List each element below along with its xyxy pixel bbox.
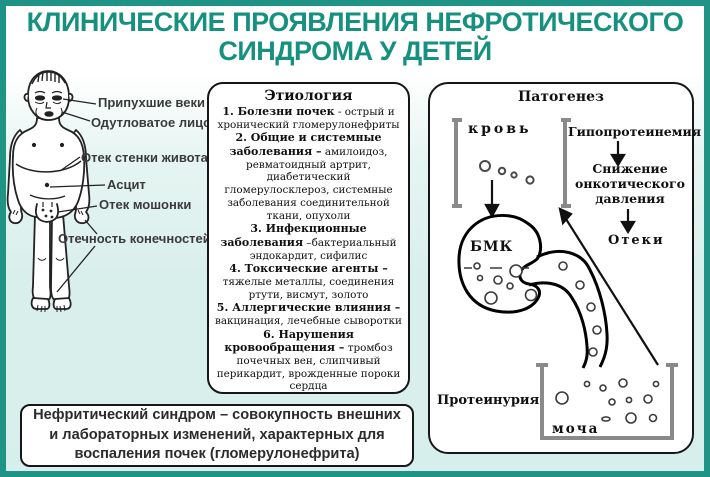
hypoproteinemia-label: Гипопротеинемия — [568, 124, 702, 139]
blood-vessel-bar-right — [561, 118, 571, 208]
figure-label-ascites: Асцит — [107, 177, 146, 192]
figure-label-face: Одутловатое лицо — [91, 115, 212, 130]
child-face — [34, 90, 63, 118]
urine-container — [536, 363, 678, 440]
leader-lines — [49, 98, 106, 293]
blood-protein-circles — [479, 160, 535, 185]
duct-shape — [528, 249, 609, 369]
pathogenesis-diagram — [452, 118, 678, 440]
proteinuria-label: Протеинурия — [437, 393, 540, 408]
etiology-item-1: 1. Болезни почек - острый и хронический … — [217, 105, 400, 131]
etiology-item-2: 2. Общие и системные заболевания – амило… — [224, 131, 393, 222]
blood-vessel-bar-left — [452, 118, 462, 208]
duct-protein-circles — [558, 261, 602, 357]
figure-label-abdomen: Отек стенки живота — [81, 150, 208, 165]
urine-label: моча — [552, 421, 600, 437]
poster-title: КЛИНИЧЕСКИЕ ПРОЯВЛЕНИЯ НЕФРОТИЧЕСКОГО СИ… — [6, 8, 704, 65]
kidney-protein-circles — [464, 262, 538, 305]
edema-label: Отеки — [608, 233, 665, 248]
poster-title-line2: СИНДРОМА У ДЕТЕЙ — [218, 35, 492, 66]
child-figure-illustration — [6, 70, 106, 313]
arrow-down-hypo-icon — [610, 141, 626, 168]
arrow-down-edema-icon — [620, 209, 636, 235]
oncotic-pressure-label: Снижение онкотического давления — [575, 161, 685, 206]
etiology-item-6: 6. Нарушения кровообращения – тромбоз по… — [216, 327, 401, 393]
arrow-down-blood-icon — [484, 180, 500, 219]
blood-label: кровь — [468, 121, 532, 137]
figure-label-limbs: Отечность конечностей — [58, 231, 211, 246]
child-body — [6, 70, 91, 310]
pathogenesis-heading: Патогенез — [518, 89, 604, 105]
definition-text: Нефритический синдром – совокупность вне… — [33, 406, 401, 463]
etiology-item-4: 4. Токсические агенты – тяжелые металлы,… — [222, 262, 395, 301]
etiology-box: Этиология 1. Болезни почек - острый и хр… — [207, 82, 410, 394]
child-hair — [31, 71, 66, 85]
urine-protein-circles — [555, 378, 660, 424]
etiology-item-5: 5. Аллергические влияния – вакцинация, л… — [215, 301, 402, 327]
etiology-heading: Этиология — [264, 88, 353, 104]
etiology-item-3: 3. Инфекционные заболевания –бактериальн… — [220, 222, 397, 262]
child-body-details — [12, 142, 84, 313]
poster-title-line1: КЛИНИЧЕСКИЕ ПРОЯВЛЕНИЯ НЕФРОТИЧЕСКОГО — [26, 7, 684, 37]
bmk-label: БМК — [470, 239, 514, 255]
pathogenesis-box: Патогенез — [428, 82, 701, 454]
figure-label-scrotum: Отек мошонки — [99, 197, 192, 212]
figure-label-eyelids: Припухшие веки — [98, 95, 205, 110]
proteinuria-feedback-arrow-icon — [558, 207, 659, 366]
definition-box: Нефритический синдром – совокупность вне… — [20, 404, 414, 467]
